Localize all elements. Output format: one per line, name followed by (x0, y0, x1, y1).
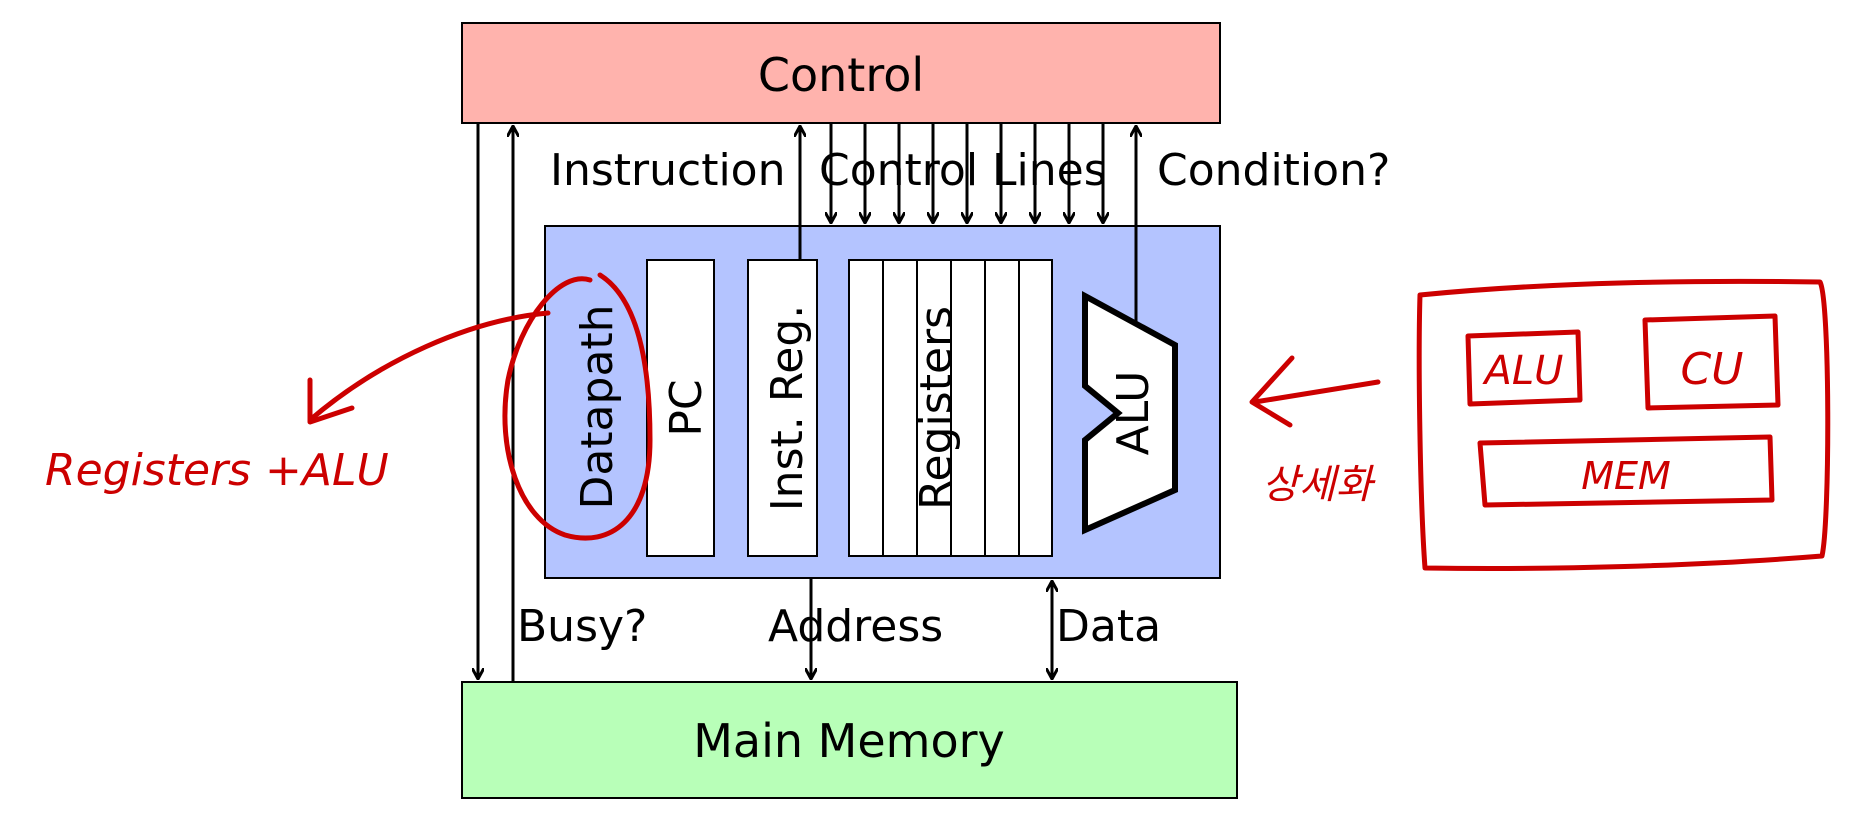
datapath-circle (502, 272, 653, 541)
main-memory-label: Main Memory (693, 714, 1005, 768)
sketch-mem-label: MEM (1581, 454, 1671, 498)
datapath-label: Datapath (572, 304, 623, 509)
korean-note: 상세화 (1262, 462, 1376, 508)
sketch-alu-label: ALU (1482, 348, 1564, 394)
sketch-mem-box (1477, 434, 1775, 508)
register-file (848, 259, 1053, 557)
sketch-outer-box (1416, 278, 1831, 571)
control-label: Control (758, 48, 924, 102)
main-memory-block: Main Memory (461, 681, 1238, 799)
inst-reg-label: Inst. Reg. (762, 305, 813, 512)
pc-label: PC (661, 379, 712, 436)
alu-pointer-arrow (1252, 379, 1381, 405)
registers-alu-note: Registers +ALU (45, 445, 389, 496)
handwritten-annotations (307, 272, 1831, 571)
sketch-cu-label: CU (1681, 344, 1744, 395)
note-arrow (307, 310, 551, 423)
instruction-label: Instruction (550, 145, 786, 196)
signal-arrows (478, 123, 1136, 682)
busy-label: Busy? (517, 601, 647, 652)
datapath-block: PC Inst. Reg. Registers ALU Datapath (544, 225, 1221, 579)
alu-pointer-arrowhead (1249, 355, 1295, 428)
condition-label: Condition? (1157, 145, 1390, 196)
registers-label: Registers (911, 306, 962, 510)
note-arrowhead (307, 377, 355, 425)
sketch-alu-box (1465, 329, 1583, 407)
inst-reg (747, 259, 818, 557)
data-label: Data (1056, 601, 1161, 652)
control-lines-label: Control Lines (819, 145, 1107, 196)
address-label: Address (768, 601, 943, 652)
pc-register (646, 259, 715, 557)
sketch-cu-box (1642, 313, 1781, 411)
alu-shape (1082, 290, 1178, 535)
control-block: Control (461, 22, 1221, 124)
alu-label: ALU (1108, 371, 1159, 456)
